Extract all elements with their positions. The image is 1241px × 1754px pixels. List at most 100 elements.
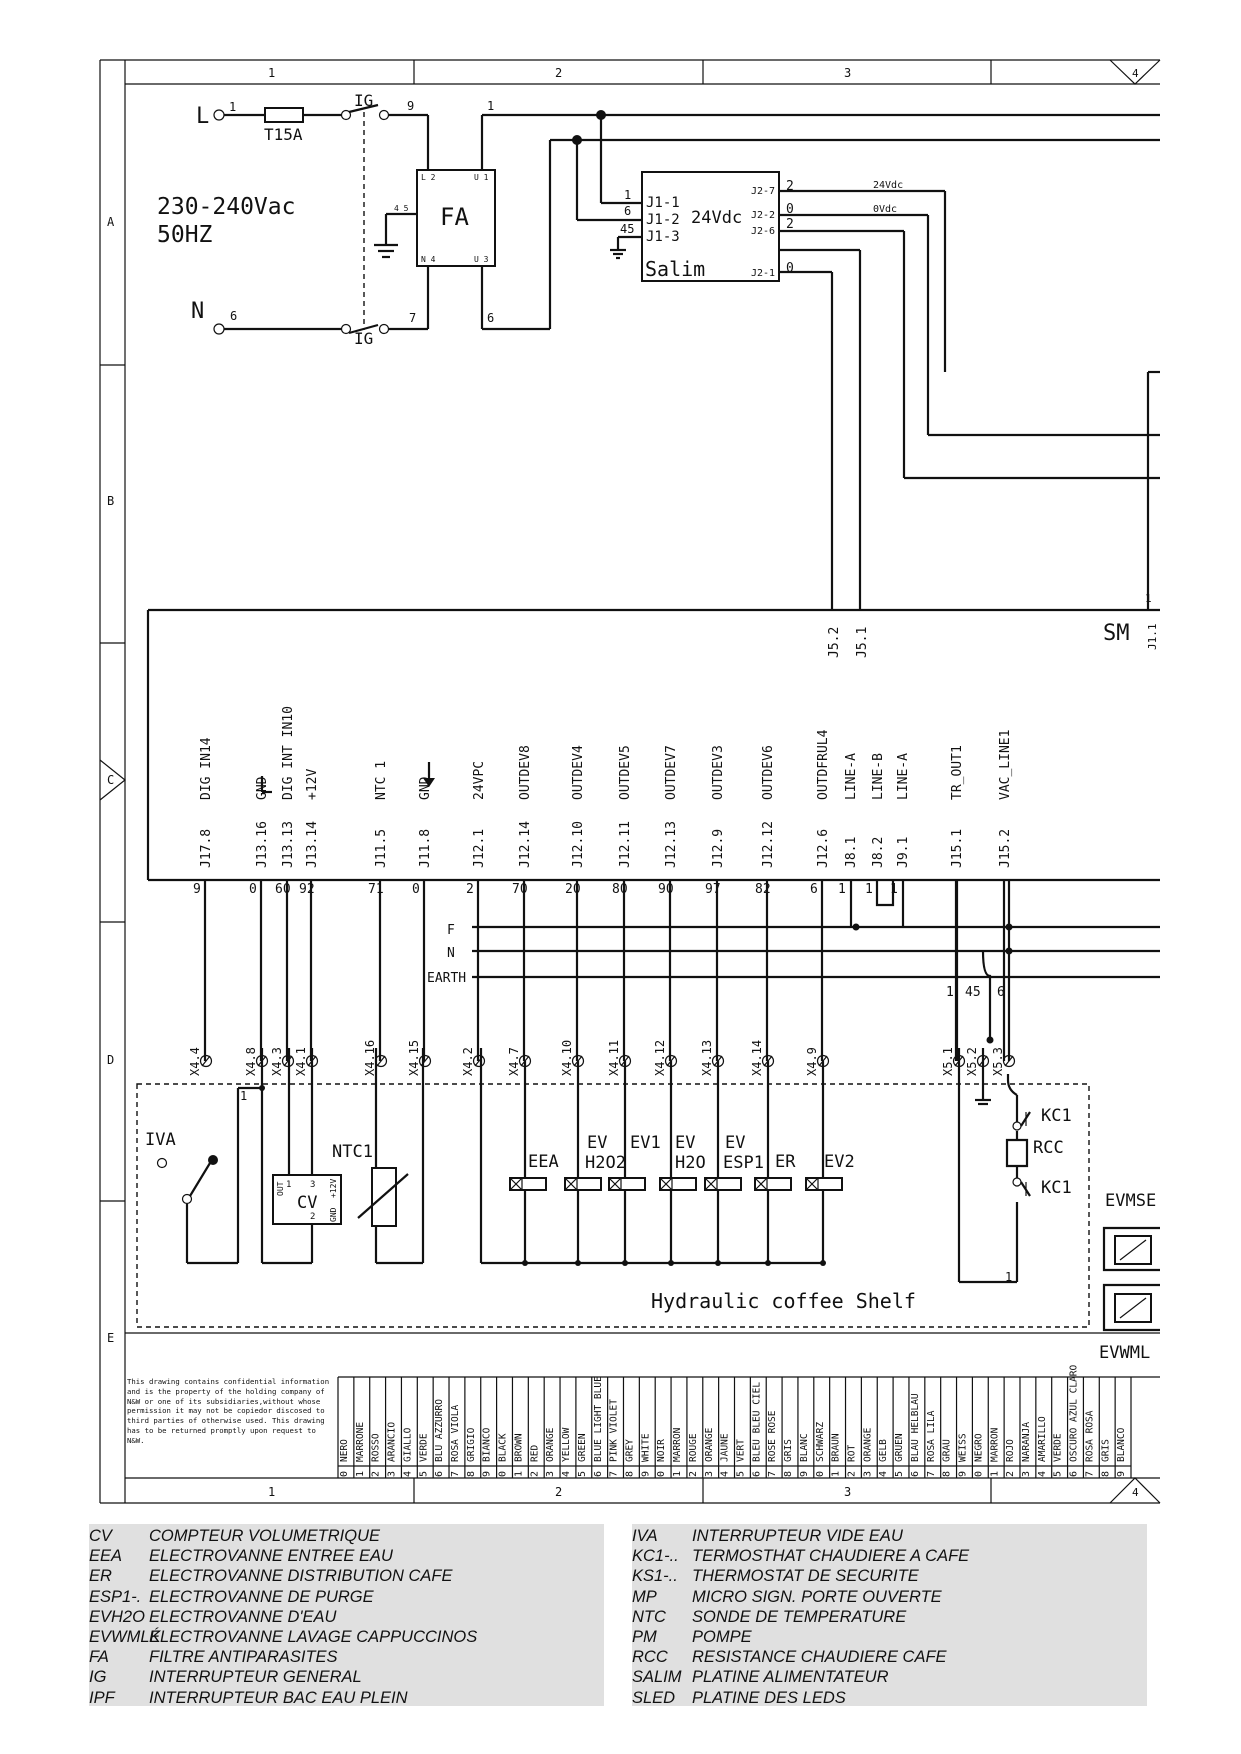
legend-code: CV [89, 1527, 112, 1545]
terminal-label: X4.14 [750, 1040, 764, 1076]
cv-pin: 1 [286, 1180, 291, 1190]
legend-text: PLATINE DES LEDS [692, 1688, 846, 1707]
legend-text: PLATINE ALIMENTATEUR [692, 1668, 889, 1687]
terminal-screw [952, 1054, 966, 1068]
terminal-label: X4.11 [607, 1040, 621, 1076]
board-pin: J13.13 [281, 821, 296, 868]
wire-number: 6 [487, 311, 494, 325]
terminal-label: X4.4 [188, 1047, 202, 1076]
color-number: 1 [513, 1471, 524, 1477]
color-name: ROSA LILA [926, 1410, 937, 1462]
filter-pin: 4 5 [394, 204, 409, 213]
color-name: BLANC [799, 1433, 810, 1462]
color-name: ORANGE [862, 1427, 873, 1462]
color-name: MARRONE [355, 1422, 366, 1462]
terminal-label: X4.16 [363, 1040, 377, 1076]
legend-code: EEA [89, 1547, 123, 1566]
color-name: ROSA VIOLA [450, 1405, 461, 1462]
legend-code: PM [632, 1628, 657, 1647]
wire-number: 80 [612, 882, 628, 897]
terminal-screw [976, 1054, 990, 1068]
color-name: GRIS [783, 1439, 794, 1462]
color-name: GIALLO [402, 1427, 413, 1462]
bus-label: EARTH [427, 971, 466, 986]
color-name: GRIGIO [466, 1427, 477, 1462]
cv-box [272, 1174, 342, 1225]
board-signal: OUTDEV7 [664, 745, 679, 800]
bus-label: N [447, 946, 455, 961]
valve-label: EV [675, 1133, 695, 1153]
column-label: 3 [844, 66, 851, 80]
board-pin: J12.13 [664, 821, 679, 868]
legend-text: COMPTEUR VOLUMETRIQUE [149, 1527, 381, 1545]
legend-text: POMPE [692, 1628, 752, 1647]
ntc-body [371, 1167, 397, 1227]
color-number: 7 [926, 1471, 937, 1477]
color-number: 3 [1021, 1471, 1032, 1477]
color-name: VERDE [1053, 1433, 1064, 1462]
board-pin: J15.1 [950, 829, 965, 868]
board-pin: J12.12 [761, 821, 776, 868]
psu-output: J2-2 [751, 210, 775, 221]
terminal-label: X5.2 [965, 1047, 979, 1076]
wire-number: 6 [997, 985, 1005, 1000]
wire-number: 1 [624, 188, 631, 202]
terminal-screw [418, 1054, 432, 1068]
legend-row: KC1-..TERMOSTHAT CHAUDIERE A CAFE [632, 1546, 1147, 1566]
legend-code: KS1-.. [632, 1567, 678, 1586]
filter-box [416, 169, 496, 267]
line-terminal-label: L [196, 104, 209, 129]
color-number: 2 [371, 1471, 382, 1477]
color-number: 2 [847, 1471, 858, 1477]
legend-code: IG [89, 1668, 107, 1687]
voltage-label: 230-240Vac [157, 194, 295, 220]
color-number: 1 [672, 1471, 683, 1477]
color-number: 9 [640, 1471, 651, 1477]
wire-number: 2 [786, 217, 794, 232]
wire-number: 0 [786, 202, 794, 217]
wire-number: 9 [193, 882, 201, 897]
wire-number: 9 [407, 99, 414, 113]
psu-output: J2-6 [751, 226, 775, 237]
filter-pin: L 2 [421, 173, 436, 182]
wire-number: 2 [466, 882, 474, 897]
row-label: D [107, 1053, 114, 1067]
legend-text: RESISTANCE CHAUDIERE CAFE [692, 1648, 947, 1667]
color-name: MARRON [989, 1427, 1000, 1462]
color-number: 4 [402, 1471, 413, 1477]
color-number: 3 [862, 1471, 873, 1477]
rail-label: 24Vdc [873, 180, 903, 191]
color-name: BLANCO [1116, 1427, 1127, 1462]
color-name: BLAU HELBLAU [910, 1393, 921, 1462]
valve-label: EV1 [630, 1133, 661, 1153]
legend-text: TERMOSTHAT CHAUDIERE A CAFE [692, 1547, 970, 1566]
board-signal: +12V [305, 769, 320, 800]
color-name: RED [529, 1445, 540, 1462]
valve-label: H2O2 [585, 1153, 626, 1173]
board-signal: TR_OUT1 [950, 745, 965, 800]
color-number: 6 [910, 1471, 921, 1477]
color-name: WHITE [640, 1433, 651, 1462]
valve-label: EEA [528, 1152, 559, 1172]
filter-pin: U 3 [474, 255, 489, 264]
color-number: 9 [958, 1471, 969, 1477]
rail-label: 0Vdc [873, 204, 897, 215]
terminal-screw [1002, 1054, 1016, 1068]
color-number: 8 [624, 1471, 635, 1477]
valve-label: ESP1 [723, 1153, 764, 1173]
board-pin: J11.8 [418, 829, 433, 868]
main-rails: 1 6 45 [482, 110, 1160, 329]
legend-row: PM POMPE [632, 1627, 1147, 1647]
color-number: 1 [989, 1471, 1000, 1477]
board-signal: DIG IN14 [199, 737, 214, 800]
board-signal: OUTDFRUL4 [816, 729, 831, 800]
row-label: A [107, 215, 115, 229]
terminal-screw [281, 1054, 295, 1068]
board-pin: J12.14 [518, 821, 533, 868]
wire-number: 1 [946, 985, 954, 1000]
color-name: BLUE LIGHT BLUE [593, 1376, 604, 1462]
board-pin: J12.10 [571, 821, 586, 868]
color-number: 0 [973, 1471, 984, 1477]
